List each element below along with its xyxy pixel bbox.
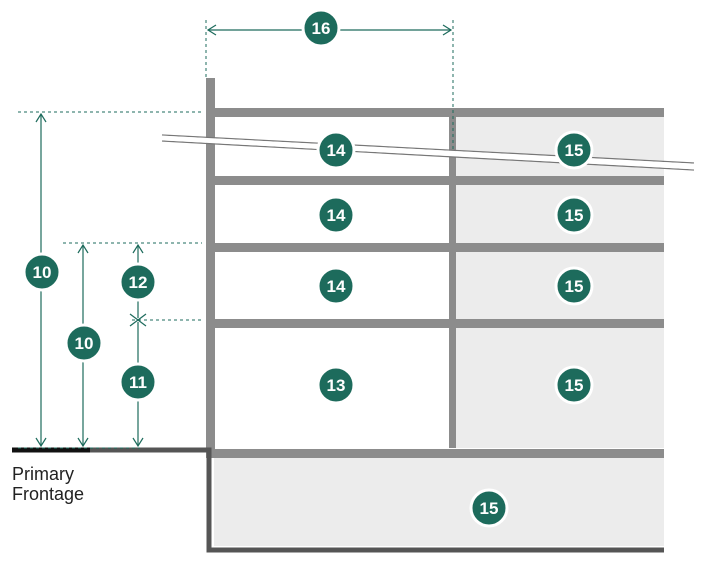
svg-text:13: 13	[327, 376, 346, 395]
callout-lower-height: 10	[64, 323, 104, 363]
callout-rear-ground: 15	[554, 365, 594, 405]
svg-text:16: 16	[312, 19, 331, 38]
callout-ground-front: 13	[316, 365, 356, 405]
setback-divider	[449, 117, 456, 448]
svg-text:15: 15	[480, 499, 499, 518]
svg-text:11: 11	[129, 373, 147, 392]
basement-zone	[214, 456, 664, 546]
ground-floor-plate	[206, 449, 664, 458]
callout-total-height: 10	[22, 252, 62, 292]
primary-frontage-label-line1: Primary	[12, 464, 74, 484]
callout-rear-upper-2: 15	[554, 195, 594, 235]
svg-text:15: 15	[565, 206, 584, 225]
callout-rear-upper-3: 15	[554, 266, 594, 306]
callout-upper-floor-height: 12	[118, 262, 158, 302]
roof-plate	[206, 108, 664, 117]
callout-ground-floor-height: 11	[118, 362, 158, 402]
svg-text:15: 15	[565, 141, 584, 160]
svg-text:14: 14	[327, 277, 346, 296]
primary-frontage-label-line2: Frontage	[12, 484, 84, 504]
floor-plate-2	[206, 243, 664, 252]
callout-upper-front-1: 14	[316, 130, 356, 170]
callout-upper-front-3: 14	[316, 266, 356, 306]
svg-text:14: 14	[327, 141, 346, 160]
callout-rear-upper-1: 15	[554, 130, 594, 170]
svg-text:14: 14	[327, 206, 346, 225]
callout-upper-front-2: 14	[316, 195, 356, 235]
break-line-upper	[161, 134, 695, 164]
svg-text:15: 15	[565, 376, 584, 395]
break-line-lower	[161, 140, 695, 171]
facade-wall	[206, 78, 215, 450]
ground-line	[87, 447, 664, 553]
floor-plate-1	[206, 319, 664, 328]
svg-text:10: 10	[33, 263, 52, 282]
callout-rear-basement: 15	[469, 488, 509, 528]
svg-text:12: 12	[129, 273, 148, 292]
svg-text:10: 10	[75, 334, 94, 353]
floor-plate-3	[206, 176, 664, 185]
callout-front-depth: 16	[301, 8, 341, 48]
svg-text:15: 15	[565, 277, 584, 296]
